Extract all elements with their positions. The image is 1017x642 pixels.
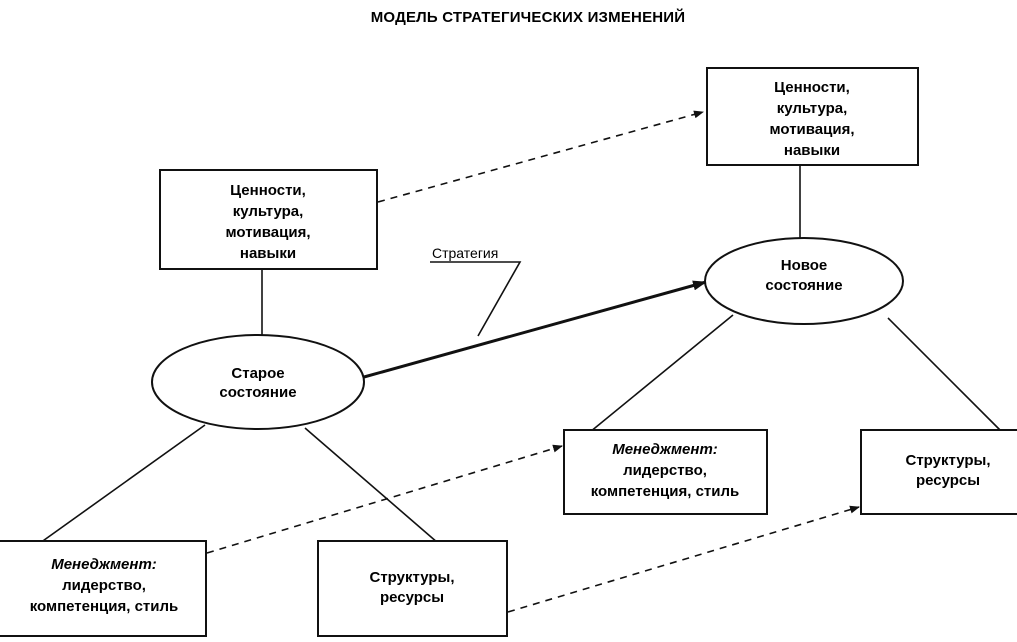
strategy-callout-line — [430, 261, 522, 337]
svg-text:компетенция, стиль: компетенция, стиль — [591, 483, 740, 500]
svg-text:мотивация,: мотивация, — [226, 224, 311, 241]
management-transition-arrow — [206, 444, 563, 554]
svg-text:ресурсы: ресурсы — [916, 472, 980, 489]
svg-text:компетенция, стиль: компетенция, стиль — [30, 598, 179, 615]
svg-text:Менеджмент:: Менеджмент: — [51, 556, 157, 573]
svg-text:навыки: навыки — [784, 142, 840, 159]
strategy-label: Стратегия — [432, 245, 498, 261]
old-structures-connector — [304, 427, 439, 544]
svg-text:Ценности,: Ценности, — [230, 182, 306, 199]
old-management-connector — [39, 424, 206, 544]
svg-text:культура,: культура, — [777, 100, 848, 117]
new-management-box: Менеджмент: лидерство, компетенция, стил… — [563, 429, 768, 515]
new-management-connector — [589, 314, 734, 433]
svg-text:ресурсы: ресурсы — [380, 589, 444, 606]
svg-text:состояние: состояние — [765, 277, 842, 294]
values-transition-arrow — [377, 110, 704, 203]
svg-text:навыки: навыки — [240, 245, 296, 262]
new-state-ellipse: Новое состояние — [704, 237, 904, 325]
svg-text:Структуры,: Структуры, — [906, 452, 991, 469]
svg-text:Старое: Старое — [231, 365, 284, 382]
svg-text:состояние: состояние — [219, 384, 296, 401]
svg-text:лидерство,: лидерство, — [623, 462, 707, 479]
svg-text:Менеджмент:: Менеджмент: — [612, 441, 718, 458]
new-structures-connector — [887, 317, 1003, 433]
svg-text:лидерство,: лидерство, — [62, 577, 146, 594]
svg-text:мотивация,: мотивация, — [770, 121, 855, 138]
new-structures-box: Структуры, ресурсы — [860, 429, 1017, 515]
strategy-arrow — [363, 280, 707, 379]
new-values-box: Ценности, культура, мотивация, навыки — [706, 67, 919, 166]
svg-text:Структуры,: Структуры, — [370, 569, 455, 586]
svg-text:Новое: Новое — [781, 257, 828, 274]
structures-transition-arrow — [507, 505, 860, 613]
old-structures-box: Структуры, ресурсы — [317, 540, 508, 637]
old-values-box: Ценности, культура, мотивация, навыки — [159, 169, 378, 270]
old-state-ellipse: Старое состояние — [151, 334, 365, 430]
diagram-title: МОДЕЛЬ СТРАТЕГИЧЕСКИХ ИЗМЕНЕНИЙ — [371, 8, 686, 26]
svg-text:культура,: культура, — [233, 203, 304, 220]
old-management-box: Менеджмент: лидерство, компетенция, стил… — [0, 540, 207, 637]
svg-text:Ценности,: Ценности, — [774, 79, 850, 96]
